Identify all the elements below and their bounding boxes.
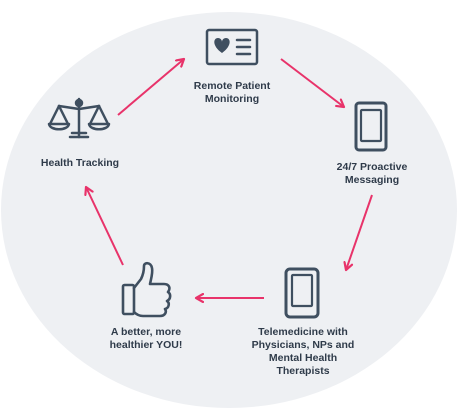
thumbs-up-icon bbox=[121, 261, 172, 318]
phone-icon bbox=[284, 267, 320, 319]
tablet-icon bbox=[354, 101, 388, 152]
heart-card-icon bbox=[205, 28, 259, 66]
label-remote-patient-monitoring: Remote Patient Monitoring bbox=[193, 80, 271, 105]
arrow-messaging-to-telemedicine bbox=[346, 194, 373, 270]
label-health-tracking: Health Tracking bbox=[40, 157, 120, 169]
label-telemedicine: Telemedicine with Physicians, NPs and Me… bbox=[251, 326, 355, 377]
scales-icon bbox=[47, 97, 111, 139]
arrow-monitoring-to-messaging bbox=[280, 58, 344, 107]
arrow-tracking-to-monitoring bbox=[117, 59, 184, 116]
label-proactive-messaging: 24/7 Proactive Messaging bbox=[336, 161, 408, 186]
background-circle bbox=[1, 12, 457, 408]
arrow-outcome-to-tracking bbox=[86, 187, 124, 266]
label-better-healthier-you: A better, more healthier YOU! bbox=[109, 326, 183, 351]
